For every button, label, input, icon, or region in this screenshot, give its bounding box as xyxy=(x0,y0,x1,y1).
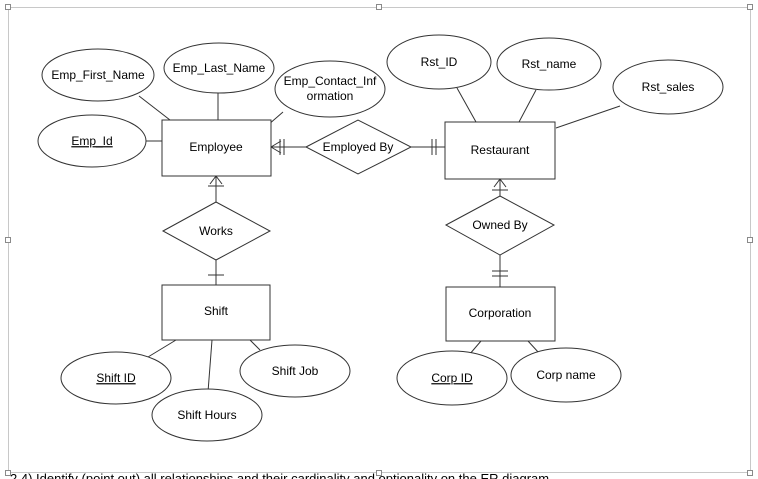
resize-handle-bottom-left[interactable] xyxy=(5,470,11,476)
entity-corporation: Corporation xyxy=(445,286,556,342)
resize-handle-top-center[interactable] xyxy=(376,4,382,10)
svg-text:Rst_sales: Rst_sales xyxy=(642,80,695,94)
attribute-emp-first-name: Emp_First_Name xyxy=(41,48,155,102)
resize-handle-middle-right[interactable] xyxy=(747,237,753,243)
entity-employee: Employee xyxy=(161,119,272,177)
resize-handle-middle-left[interactable] xyxy=(5,237,11,243)
attribute-rst-name: Rst_name xyxy=(496,37,602,91)
svg-text:Corp name: Corp name xyxy=(536,368,596,382)
svg-text:Works: Works xyxy=(199,224,233,238)
attribute-shift-id: Shift ID xyxy=(60,351,172,405)
svg-text:Shift ID: Shift ID xyxy=(96,371,136,385)
cardinality-marks xyxy=(208,139,508,277)
attribute-emp-last-name: Emp_Last_Name xyxy=(163,42,275,94)
svg-text:Rst_name: Rst_name xyxy=(522,57,577,71)
attribute-corp-id: Corp ID xyxy=(396,350,508,406)
svg-text:Emp_Last_Name: Emp_Last_Name xyxy=(173,61,266,75)
entity-restaurant: Restaurant xyxy=(444,121,556,180)
attribute-shift-job: Shift Job xyxy=(239,344,351,398)
svg-text:Rst_ID: Rst_ID xyxy=(421,55,458,69)
svg-text:Shift Hours: Shift Hours xyxy=(177,408,236,422)
relationship-owned-by: Owned By xyxy=(444,195,556,256)
question-text-partial: 2.4) Identify (point out) all relationsh… xyxy=(10,471,550,479)
relationship-employed-by: Employed By xyxy=(304,119,413,175)
svg-text:Owned By: Owned By xyxy=(472,218,527,232)
svg-text:Shift: Shift xyxy=(204,304,229,318)
svg-text:Corp ID: Corp ID xyxy=(431,371,473,385)
resize-handle-bottom-center[interactable] xyxy=(376,470,382,476)
svg-text:Employee: Employee xyxy=(189,140,243,154)
entity-shift: Shift xyxy=(161,284,271,341)
attribute-rst-sales: Rst_sales xyxy=(612,59,724,115)
svg-text:ormation: ormation xyxy=(307,89,354,103)
svg-text:Emp_First_Name: Emp_First_Name xyxy=(51,68,145,82)
resize-handle-top-left[interactable] xyxy=(5,4,11,10)
relationship-works: Works xyxy=(161,201,272,261)
svg-text:Employed By: Employed By xyxy=(323,140,394,154)
attribute-emp-contact-information: Emp_Contact_Inf ormation xyxy=(274,60,386,118)
resize-handle-top-right[interactable] xyxy=(747,4,753,10)
attribute-corp-name: Corp name xyxy=(510,347,622,403)
svg-text:Emp_Contact_Inf: Emp_Contact_Inf xyxy=(284,74,377,88)
attribute-emp-id: Emp_Id xyxy=(37,114,147,168)
svg-text:Corporation: Corporation xyxy=(469,306,532,320)
resize-handle-bottom-right[interactable] xyxy=(747,470,753,476)
attribute-shift-hours: Shift Hours xyxy=(151,388,263,442)
svg-text:Restaurant: Restaurant xyxy=(471,143,530,157)
svg-text:Emp_Id: Emp_Id xyxy=(71,134,112,148)
svg-text:Shift Job: Shift Job xyxy=(272,364,319,378)
attribute-rst-id: Rst_ID xyxy=(386,34,492,90)
